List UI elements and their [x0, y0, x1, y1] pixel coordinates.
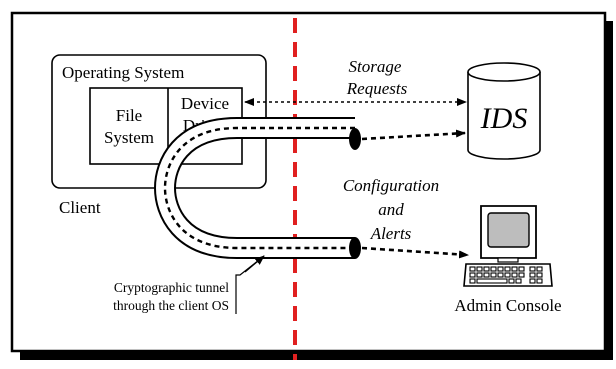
admin-computer-icon [463, 205, 553, 287]
tunnel-label-line1: Cryptographic tunnel [114, 280, 229, 295]
tunnel-tube-inner [155, 119, 355, 257]
config-alerts-line2: and [378, 200, 404, 219]
admin-console-label: Admin Console [454, 296, 561, 315]
config-alerts-line1: Configuration [343, 176, 439, 195]
ids-cylinder-icon [467, 62, 541, 160]
file-system-label-line2: System [104, 128, 154, 147]
device-driver-label-line1: Device [181, 94, 229, 113]
config-alerts-line3: Alerts [370, 224, 412, 243]
tunnel-lower-end [349, 237, 361, 259]
storage-requests-line2: Requests [346, 79, 408, 98]
tunnel-upper-end [349, 128, 361, 150]
ids-label: IDS [480, 102, 528, 135]
tunnel-to-ids-arrow [361, 129, 466, 141]
tunnel-label-line2: through the client OS [113, 298, 229, 313]
tunnel-callout-arrow [244, 255, 265, 273]
client-label: Client [59, 198, 101, 217]
storage-requests-line1: Storage [349, 57, 402, 76]
file-system-label-line1: File [116, 106, 142, 125]
operating-system-title: Operating System [62, 63, 184, 82]
